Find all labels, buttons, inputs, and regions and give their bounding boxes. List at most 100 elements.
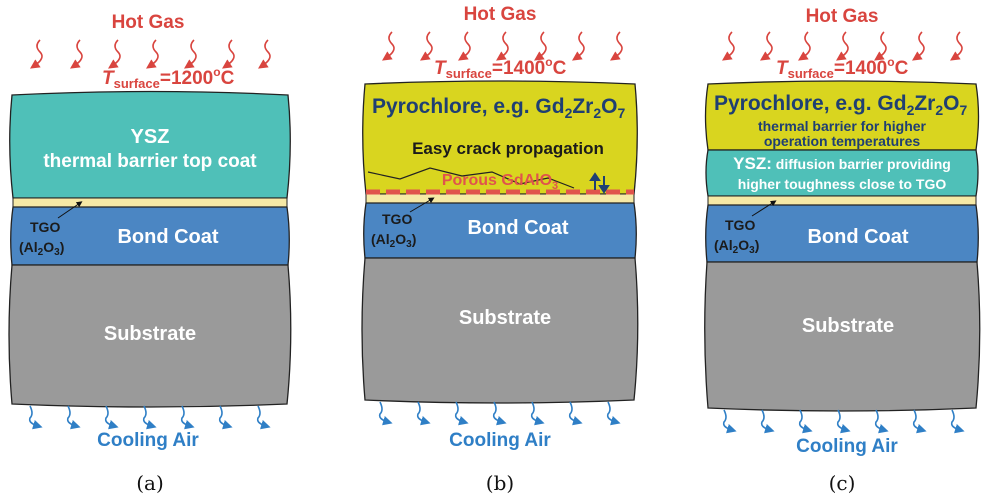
hot-gas-arrows [382,31,623,61]
down-arrow-head [598,185,610,194]
top-coat-label: thermal barrier top coat [43,151,257,172]
cool-arrow [606,401,621,426]
tgo-formula: (Al2O3) [371,231,416,250]
pyrochlore-label: Pyrochlore, e.g. Gd2Zr2O7 [372,95,626,121]
hot-arrow [70,39,83,69]
cool-arrow [378,401,393,426]
caption-a: (a) [136,471,164,495]
cool-arrow [66,405,81,430]
cool-arrow [530,401,545,426]
tgo-layer [365,193,635,204]
substrate-layer [8,264,292,408]
crack-path [367,167,575,189]
cool-arrow [568,401,583,426]
panel-b: Hot Gas Tsurface=1400oC Pyrochlore, e.g.… [361,4,639,495]
substrate-label: Substrate [459,307,551,329]
substrate-layer [704,261,981,412]
ysz-top-coat [9,90,291,199]
pyrochlore-top-coat [362,80,638,195]
hot-arrow [258,39,271,69]
hot-arrow [496,31,509,61]
hot-arrow [722,31,735,61]
hot-arrow [836,31,849,61]
cool-arrow [912,409,927,434]
caption-c: (c) [829,471,856,495]
hot-arrow [420,31,433,61]
cool-arrow [798,409,813,434]
tgo-formula: (Al2O3) [19,239,64,258]
cooling-air-arrows [28,405,271,430]
cool-arrow [142,405,157,430]
ysz-label: YSZ [131,126,170,148]
tgo-layer [707,195,977,206]
bond-coat-label: Bond Coat [467,217,568,239]
bond-coat-label: Bond Coat [807,226,908,248]
hot-arrow [798,31,811,61]
panel-a: Hot Gas Tsurface=1200oC YSZ thermal barr… [8,12,292,495]
tgo-label: TGO [30,219,60,235]
cool-arrow [874,409,889,434]
hot-arrow [222,39,235,69]
hot-arrow [572,31,585,61]
substrate-label: Substrate [802,315,894,337]
hot-arrow [874,31,887,61]
hot-arrow [950,31,963,61]
hot-arrow [610,31,623,61]
pyrochlore-top-coat [704,80,980,151]
cool-arrow [492,401,507,426]
cool-arrow [28,405,43,430]
up-arrow-head [589,172,601,181]
hot-arrow [534,31,547,61]
hot-gas-label: Hot Gas [112,12,185,33]
hot-arrow [30,39,43,69]
ysz-diffusion-label: YSZ: diffusion barrier providing [733,154,951,173]
cooling-air-label: Cooling Air [97,430,199,451]
tgo-pointer [57,201,83,219]
hot-arrow [184,39,197,69]
surface-temperature: Tsurface=1400oC [434,55,567,81]
substrate-layer [361,257,639,404]
cool-arrow [416,401,431,426]
hot-arrow [912,31,925,61]
cooling-air-arrows [722,409,965,434]
ysz-diffusion-label-line2: higher toughness close to TGO [738,176,947,192]
tgo-formula: (Al2O3) [714,237,759,256]
cool-arrow [180,405,195,430]
pyrochlore-label: Pyrochlore, e.g. Gd2Zr2O7 [714,92,968,118]
cool-arrow [104,405,119,430]
hot-gas-arrows [30,39,271,69]
tgo-pointer [751,200,777,217]
crack-direction-arrows [589,172,610,194]
pyrochlore-desc-line1: thermal barrier for higher [758,118,927,134]
cool-arrow [218,405,233,430]
hot-arrow [760,31,773,61]
hot-gas-label: Hot Gas [464,4,537,25]
surface-temperature: Tsurface=1200oC [102,65,235,91]
caption-b: (b) [486,471,514,495]
hot-arrow [108,39,121,69]
cool-arrow [722,409,737,434]
cool-arrow [454,401,469,426]
tgo-label: TGO [382,211,412,227]
surface-temperature: Tsurface=1400oC [776,55,909,81]
tgo-pointer [409,197,435,213]
cool-arrow [256,405,271,430]
cool-arrow [836,409,851,434]
cool-arrow [950,409,965,434]
hot-gas-arrows [722,31,963,61]
cooling-air-label: Cooling Air [449,430,551,451]
cool-arrow [760,409,775,434]
hot-arrow [146,39,159,69]
panel-c: Hot Gas Tsurface=1400oC Pyrochlore, e.g.… [704,6,981,495]
hot-gas-label: Hot Gas [806,6,879,27]
cooling-air-label: Cooling Air [796,436,898,457]
hot-arrow [458,31,471,61]
pyrochlore-desc-line2: operation temperatures [764,133,921,149]
bond-coat-label: Bond Coat [117,226,218,248]
tgo-label: TGO [725,217,755,233]
substrate-label: Substrate [104,323,196,345]
cooling-air-arrows [378,401,621,426]
hot-arrow [382,31,395,61]
porous-label: Porous GdAlO3 [442,172,558,192]
